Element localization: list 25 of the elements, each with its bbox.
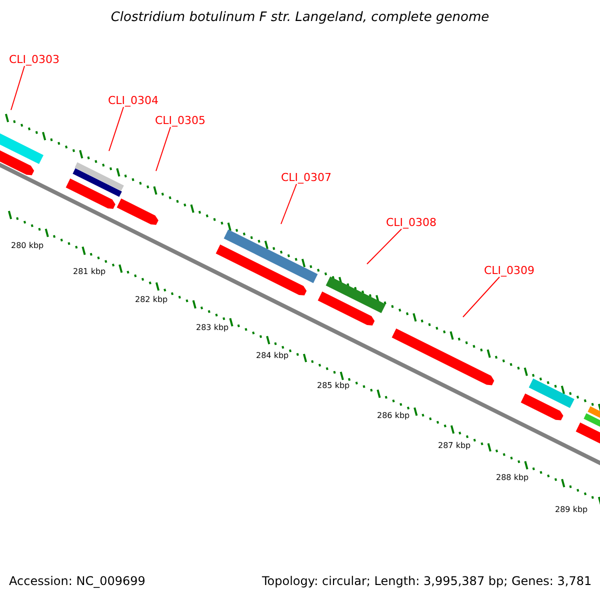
genome-info-text: Topology: circular; Length: 3,995,387 bp; Genes: 3,781 (262, 575, 592, 587)
scale-label: 286 kbp (377, 412, 410, 420)
gene-label: CLI_0305 (155, 115, 206, 126)
scale-label: 281 kbp (73, 268, 106, 276)
gene-label: CLI_0308 (386, 217, 437, 228)
leader-line (280, 184, 297, 224)
title: Clostridium botulinum F str. Langeland, complete genome (110, 11, 490, 24)
scale-label: 283 kbp (196, 324, 229, 332)
scale-label: 285 kbp (317, 382, 350, 390)
gene-label: CLI_0309 (484, 265, 535, 276)
gene-label: CLI_0303 (9, 54, 60, 65)
leader-line (366, 228, 402, 264)
accession-text: Accession: NC_009699 (9, 575, 146, 587)
leader-line (462, 276, 500, 318)
scale-label: 287 kbp (438, 442, 471, 450)
scale-label: 280 kbp (11, 242, 44, 250)
leader-line (10, 66, 25, 110)
gene-label: CLI_0304 (108, 95, 159, 106)
leader-line (156, 126, 171, 172)
scale-label: 282 kbp (135, 296, 168, 304)
scale-label: 289 kbp (555, 506, 588, 514)
gene-label: CLI_0307 (281, 172, 332, 183)
leader-line (108, 106, 124, 152)
scale-label: 284 kbp (256, 352, 289, 360)
scale-label: 288 kbp (496, 474, 529, 482)
